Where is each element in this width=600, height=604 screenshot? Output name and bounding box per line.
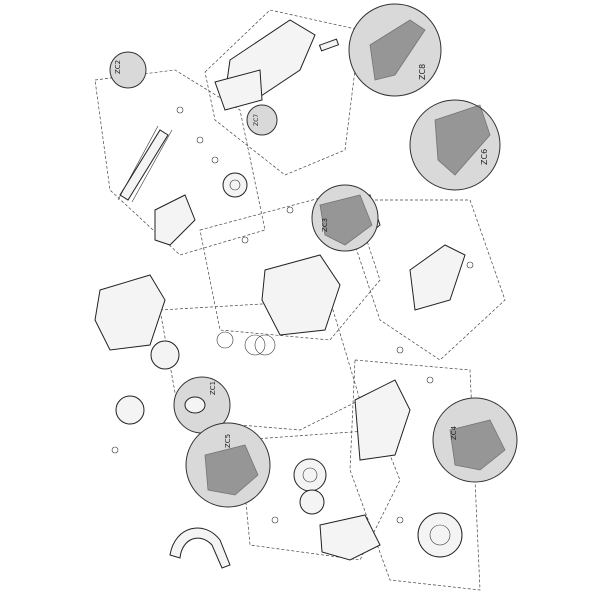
guide-bar	[117, 125, 173, 203]
callout-zc5: ZC5	[185, 422, 271, 508]
callout-zc3: ZC3	[311, 184, 379, 252]
callout-label: ZC1	[209, 381, 217, 395]
top-housing	[214, 19, 340, 111]
callout-label: ZC6	[480, 149, 489, 165]
callout-zc6: ZC6	[409, 99, 501, 191]
callout-label: ZC7	[253, 114, 260, 126]
callout-zc8: ZC8	[348, 3, 442, 97]
callout-label: ZC3	[321, 218, 329, 232]
clutch-parts	[222, 172, 327, 515]
callout-label: ZC8	[418, 64, 427, 80]
callout-label: ZC5	[224, 434, 232, 448]
fasteners	[111, 106, 474, 524]
callout-zc7: ZC7	[246, 104, 278, 136]
callout-label: ZC2	[114, 60, 122, 74]
front-handle	[169, 527, 231, 569]
callout-label: ZC4	[450, 425, 458, 440]
starter-housing	[319, 514, 381, 561]
left-cover	[94, 194, 196, 351]
right-assembly	[354, 244, 466, 558]
callout-zc1: ZC1	[173, 376, 231, 434]
callout-zc4: ZC4	[432, 397, 518, 483]
callout-zc2: ZC2	[109, 51, 147, 89]
